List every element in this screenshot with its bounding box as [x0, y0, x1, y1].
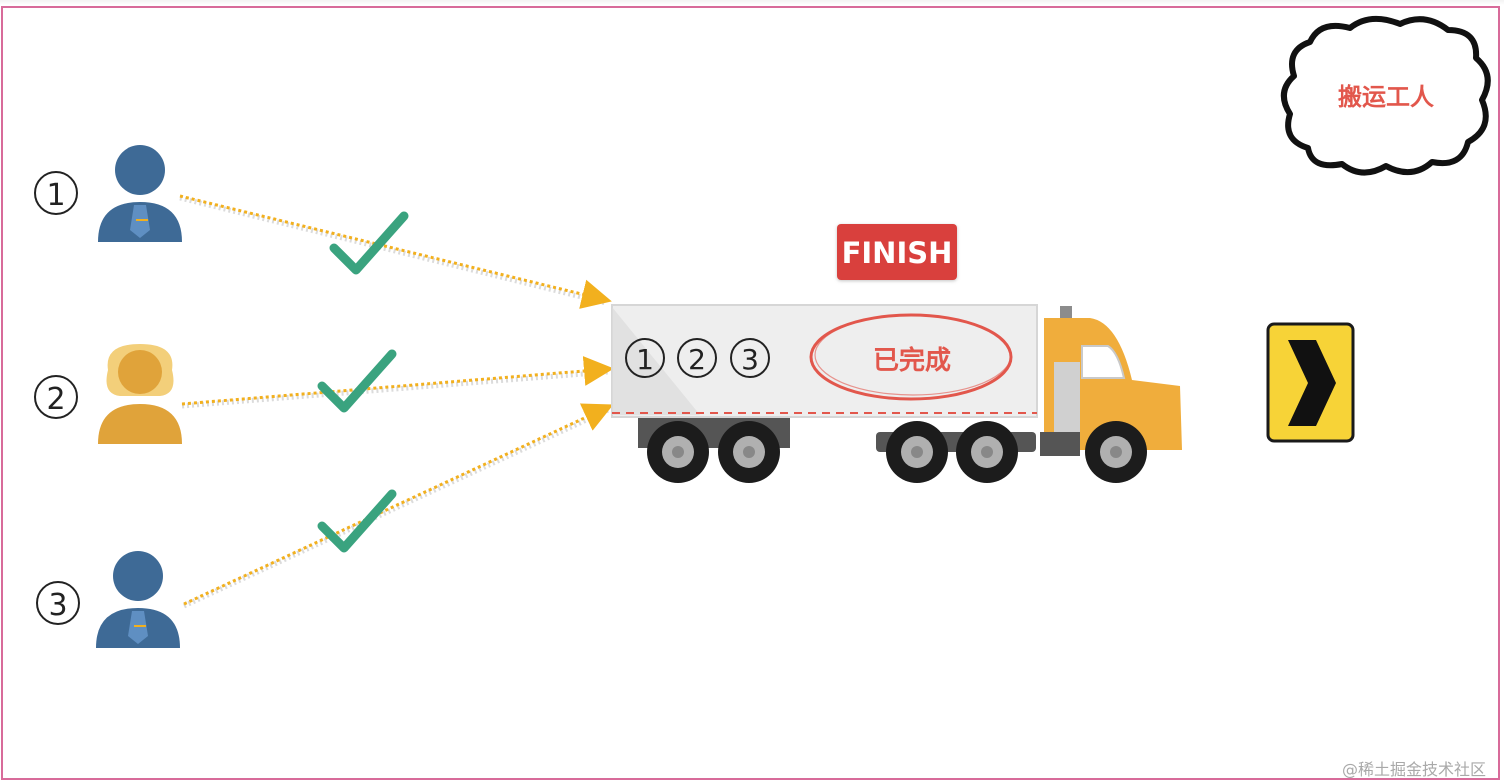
number-circle	[34, 375, 78, 419]
arrow-shadow	[182, 407, 610, 609]
chevron-right-sign-icon	[1266, 322, 1355, 443]
cloud-icon: 搬运工人	[1281, 15, 1491, 176]
worker-2-number: 2	[46, 382, 65, 417]
loaded-numbers: 1 2 3	[625, 338, 770, 378]
arrow-shadow	[179, 195, 607, 306]
arrow-shadow	[181, 369, 609, 409]
watermark: @稀土掘金技术社区	[1341, 760, 1486, 779]
checkmark-icon	[329, 211, 409, 275]
wheel	[718, 421, 780, 483]
wheel	[647, 421, 709, 483]
arrow-1	[179, 194, 612, 309]
top-shadow	[0, 0, 1504, 5]
truck-cab	[1040, 306, 1182, 456]
person-icon	[96, 551, 180, 648]
worker-1-number: 1	[46, 178, 65, 213]
person-female-icon	[98, 344, 182, 444]
arrows	[179, 194, 614, 609]
worker-2: 2	[34, 344, 182, 444]
truck-wheels	[647, 421, 1147, 483]
worker-3: 3	[36, 551, 180, 648]
loaded-number-2: 2	[688, 343, 706, 376]
diagram-frame	[1, 6, 1500, 780]
arrow-2	[181, 356, 614, 406]
number-circle	[36, 581, 80, 625]
checkmark-icon	[317, 349, 397, 413]
truck-icon: 1 2 3 已完成	[611, 304, 1182, 483]
worker-1: 1	[34, 145, 182, 242]
wheel	[1085, 421, 1147, 483]
status-stamp: 已完成	[809, 313, 1013, 401]
finish-label: FINISH	[842, 236, 953, 270]
loaded-number-1: 1	[636, 343, 654, 376]
cloud-label: 搬运工人	[1338, 83, 1434, 111]
wheel	[886, 421, 948, 483]
worker-3-number: 3	[48, 588, 67, 623]
number-circle	[34, 171, 78, 215]
loaded-number-3: 3	[741, 343, 759, 376]
status-label: 已完成	[873, 345, 951, 376]
wheel	[956, 421, 1018, 483]
checkmark-icon	[317, 489, 397, 553]
finish-badge: FINISH	[837, 224, 957, 280]
person-icon	[98, 145, 182, 242]
